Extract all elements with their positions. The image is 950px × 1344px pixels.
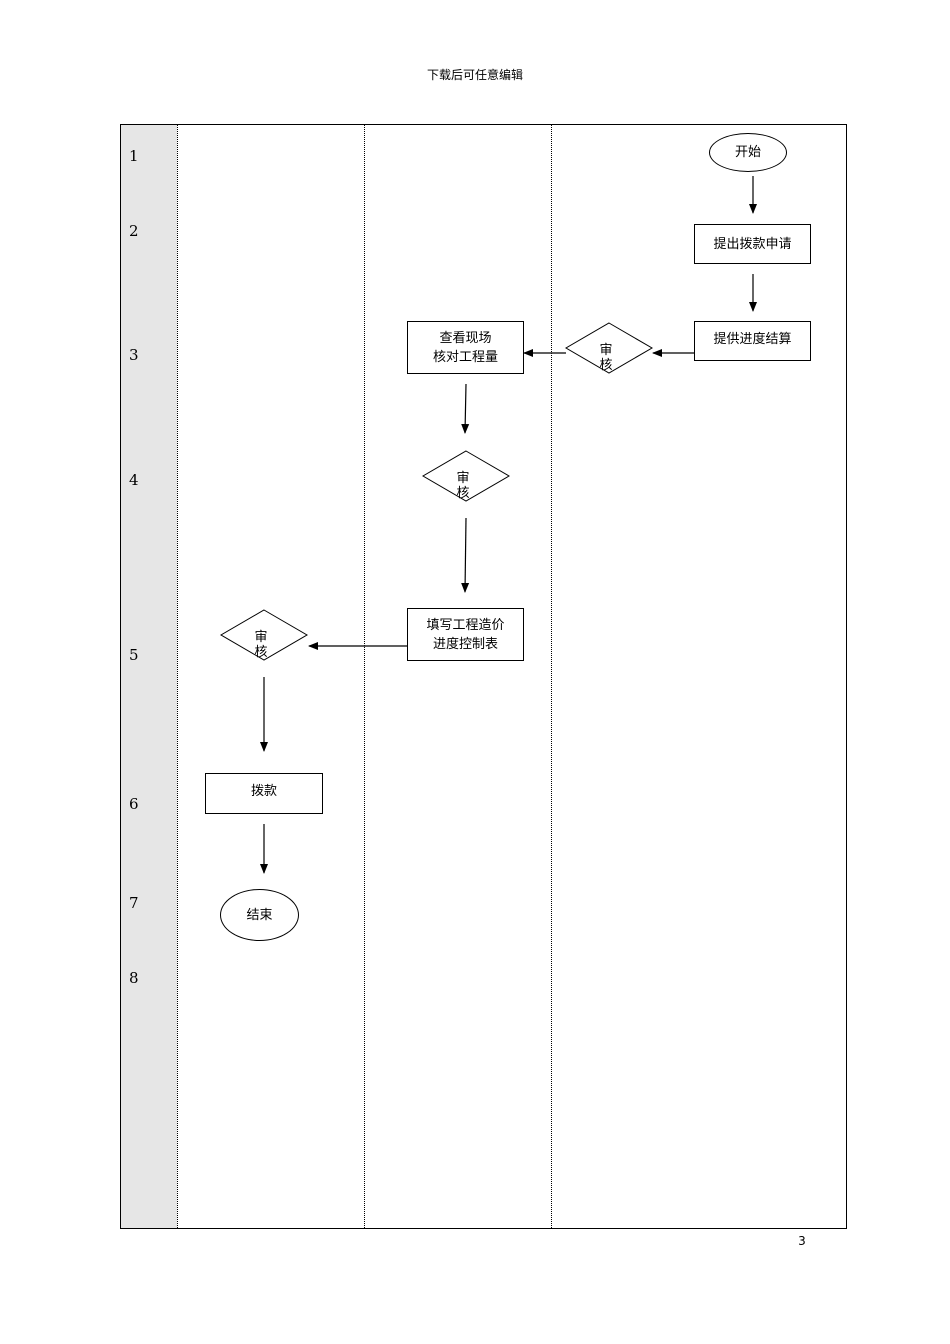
review-3-label: 审 核	[254, 630, 268, 660]
review-2-label: 审 核	[456, 471, 470, 501]
disburse-box: 拨款	[205, 773, 323, 814]
fill-form-label: 填写工程造价 进度控制表	[426, 617, 505, 652]
disburse-label: 拨款	[250, 784, 277, 799]
fill-form-box: 填写工程造价 进度控制表	[407, 608, 524, 661]
flowchart-frame	[120, 124, 847, 1229]
start-label: 开始	[734, 145, 761, 160]
lane-divider-1	[177, 125, 178, 1228]
inspect-site-box: 查看现场 核对工程量	[407, 321, 524, 374]
row-number-3: 3	[129, 346, 139, 364]
review-diamond-3	[220, 609, 308, 661]
row-number-column	[121, 125, 177, 1228]
review-diamond-2	[422, 450, 510, 502]
row-number-5: 5	[129, 646, 139, 664]
start-node: 开始	[709, 133, 787, 172]
submit-request-box: 提出拨款申请	[694, 224, 811, 264]
provide-settlement-box: 提供进度结算	[694, 321, 811, 361]
arrow-inspect-to-review-2	[461, 383, 470, 434]
row-number-8: 8	[129, 969, 139, 987]
row-number-1: 1	[129, 147, 139, 165]
row-number-2: 2	[129, 222, 139, 240]
row-number-7: 7	[129, 894, 139, 912]
page-number: 3	[798, 1234, 806, 1248]
end-node: 结束	[220, 889, 299, 941]
page-header: 下载后可任意编辑	[426, 68, 523, 82]
lane-divider-3	[551, 125, 552, 1228]
review-diamond-1: 审 核	[565, 322, 653, 374]
end-label: 结束	[246, 907, 273, 923]
row-number-4: 4	[129, 471, 139, 489]
arrow-review-2-to-form	[461, 517, 470, 593]
provide-settlement-label: 提供进度结算	[713, 332, 792, 347]
row-number-6: 6	[129, 795, 139, 813]
submit-request-label: 提出拨款申请	[713, 236, 792, 252]
review-1-label: 审 核	[599, 343, 613, 373]
inspect-site-label: 查看现场 核对工程量	[432, 330, 498, 365]
lane-divider-2	[364, 125, 365, 1228]
